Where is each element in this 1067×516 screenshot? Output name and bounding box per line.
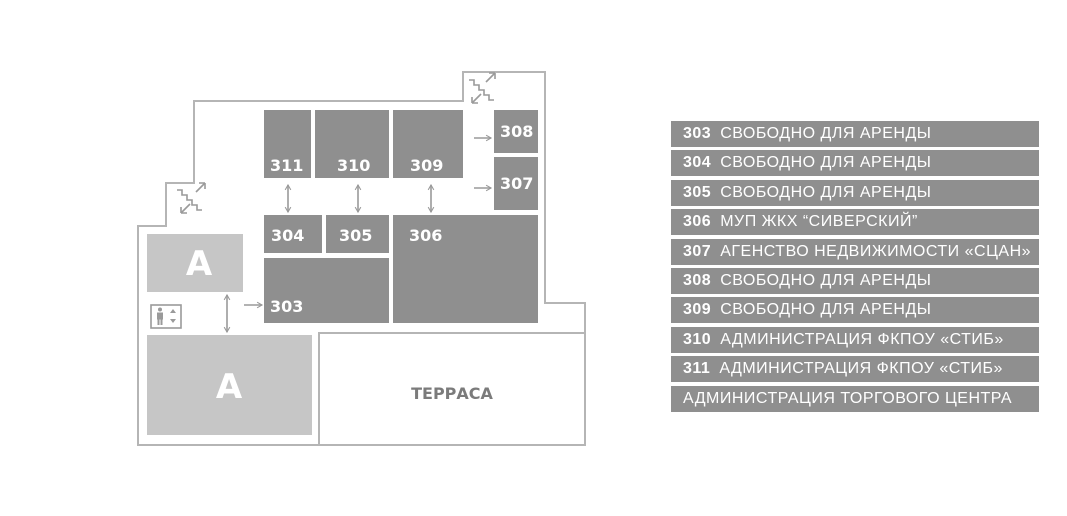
arrow-icon [223, 134, 493, 334]
legend-row[interactable]: 307 АГЕНСТВО НЕДВИЖИМОСТИ «СЦАН» [671, 238, 1039, 265]
legend-room-number: 304 [683, 154, 712, 172]
admin-area-top[interactable] [147, 234, 243, 292]
building-outline [137, 71, 586, 446]
room-311-label: 311 [270, 156, 303, 175]
legend-room-number: 306 [683, 213, 712, 231]
room-303[interactable] [264, 258, 389, 323]
room-308-label: 308 [500, 122, 533, 141]
admin-area-top-label: А [186, 244, 213, 284]
legend-row[interactable]: 303 СВОБОДНО ДЛЯ АРЕНДЫ [671, 121, 1039, 147]
admin-area-bottom-label: А [216, 367, 243, 407]
legend-row[interactable]: 311 АДМИНИСТРАЦИЯ ФКПОУ «СТИБ» [671, 356, 1039, 383]
room-308[interactable] [494, 110, 538, 153]
room-307[interactable] [494, 157, 538, 210]
legend-tenant-name: СВОБОДНО ДЛЯ АРЕНДЫ [720, 271, 932, 289]
legend-room-number: 311 [683, 360, 711, 378]
legend-tenant-name: СВОБОДНО ДЛЯ АРЕНДЫ [720, 183, 932, 201]
stairs-icon [469, 72, 496, 104]
room-309-label: 309 [410, 156, 443, 175]
room-303-label: 303 [270, 297, 303, 316]
legend-row[interactable]: 306 МУП ЖКХ “СИВЕРСКИЙ” [671, 209, 1039, 236]
legend-room-number: 310 [683, 330, 712, 348]
terrace-label: ТЕРРАСА [411, 384, 493, 403]
terrace-area [318, 332, 586, 446]
room-305[interactable] [326, 215, 389, 253]
legend-room-number: 305 [683, 183, 712, 201]
room-305-label: 305 [339, 226, 372, 245]
legend-tenant-name: МУП ЖКХ “СИВЕРСКИЙ” [720, 213, 918, 231]
legend-room-number: 308 [683, 271, 712, 289]
room-307-label: 307 [500, 174, 533, 193]
room-309[interactable] [393, 110, 463, 178]
legend-row[interactable]: 308 СВОБОДНО ДЛЯ АРЕНДЫ [671, 267, 1039, 294]
room-310[interactable] [315, 110, 389, 178]
room-311[interactable] [264, 110, 311, 178]
legend-tenant-name: АДМИНИСТРАЦИЯ ФКПОУ «СТИБ» [720, 330, 1004, 348]
legend-tenant-name: СВОБОДНО ДЛЯ АРЕНДЫ [720, 125, 932, 142]
legend-row[interactable]: 310 АДМИНИСТРАЦИЯ ФКПОУ «СТИБ» [671, 326, 1039, 353]
legend-tenant-name: АГЕНСТВО НЕДВИЖИМОСТИ «СЦАН» [720, 242, 1032, 260]
room-306-label: 306 [409, 226, 442, 245]
stairs-icon [177, 182, 206, 214]
legend-tenant-name: АДМИНИСТРАЦИЯ ТОРГОВОГО ЦЕНТРА [683, 389, 1013, 407]
legend-tenant-name: АДМИНИСТРАЦИЯ ФКПОУ «СТИБ» [719, 360, 1003, 378]
legend-room-number: 307 [683, 242, 712, 260]
legend-row[interactable]: 304 СВОБОДНО ДЛЯ АРЕНДЫ [671, 150, 1039, 177]
room-304[interactable] [264, 215, 322, 253]
legend-tenant-name: СВОБОДНО ДЛЯ АРЕНДЫ [720, 301, 932, 319]
legend-row[interactable]: АДМИНИСТРАЦИЯ ТОРГОВОГО ЦЕНТРА [671, 385, 1039, 412]
elevator-icon [150, 304, 182, 329]
legend-row[interactable]: 305 СВОБОДНО ДЛЯ АРЕНДЫ [671, 179, 1039, 206]
admin-area-bottom[interactable] [147, 335, 312, 435]
legend-row[interactable]: 309 СВОБОДНО ДЛЯ АРЕНДЫ [671, 297, 1039, 324]
legend-room-number: 309 [683, 301, 712, 319]
room-310-label: 310 [337, 156, 370, 175]
room-304-label: 304 [271, 226, 304, 245]
room-306[interactable] [393, 215, 538, 323]
legend-tenant-name: СВОБОДНО ДЛЯ АРЕНДЫ [720, 154, 932, 172]
legend-room-number: 303 [683, 125, 712, 142]
